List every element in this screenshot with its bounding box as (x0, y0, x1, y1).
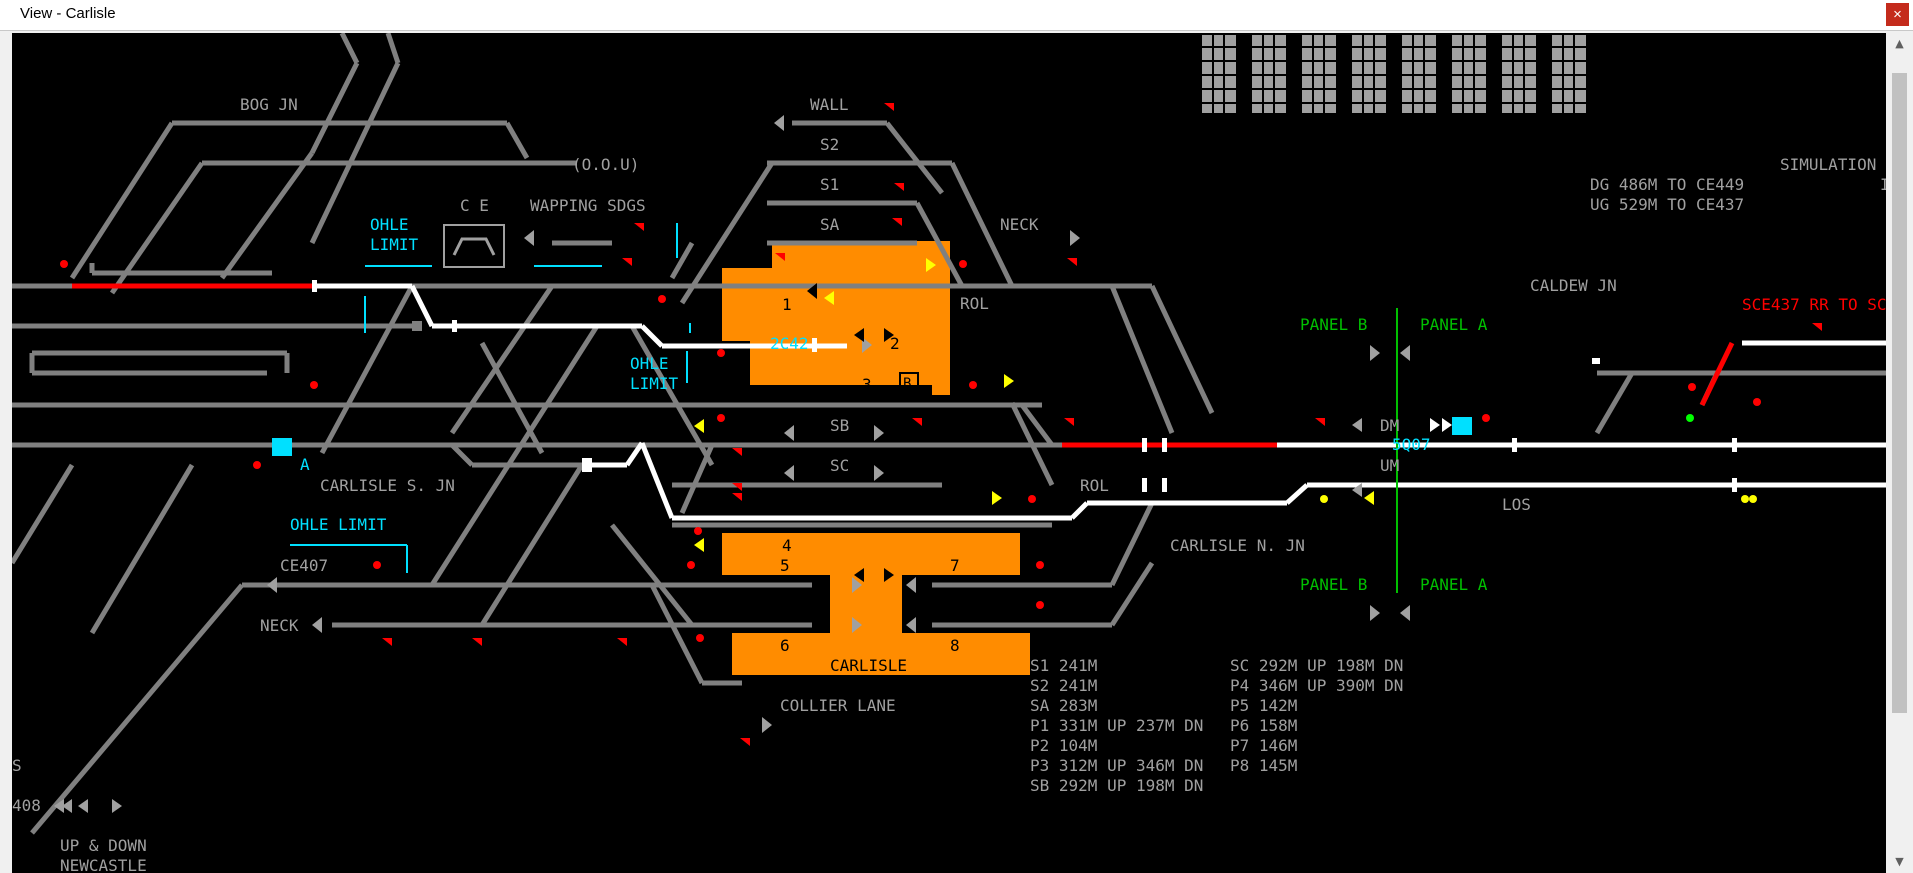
a-berth-label: A (300, 455, 310, 474)
panel-b-bottom: PANEL B (1300, 575, 1367, 594)
carlisle-station-label: CARLISLE (830, 656, 907, 675)
platform-6-label: 6 (780, 636, 790, 655)
panel-b-top: PANEL B (1300, 315, 1367, 334)
ce-label: C E (460, 196, 489, 215)
panel-a-bottom: PANEL A (1420, 575, 1488, 594)
platform-3-label: 3 (862, 375, 872, 394)
ohle-limit-3-label: OHLE LIMIT (290, 515, 387, 534)
neck-bottom-label: NECK (260, 616, 299, 635)
platform-lengths: S1 241M S2 241M SA 283M P1 331M UP 237M … (1030, 656, 1403, 795)
ohle-limit-1-line2: LIMIT (370, 235, 419, 254)
platform-8-label: 8 (950, 636, 960, 655)
platform-1-label: 1 (782, 295, 792, 314)
up-down-label-1: UP & DOWN (60, 836, 147, 855)
ohle-limit-1-line1: OHLE (370, 215, 409, 234)
sc-label: SC (830, 456, 849, 475)
platforms (692, 241, 1030, 675)
wall-label: WALL (810, 95, 849, 114)
scroll-up-arrow[interactable]: ▲ (1895, 37, 1904, 50)
caldew-jn-label: CALDEW JN (1530, 276, 1617, 295)
num-408-label: 408 (12, 796, 41, 815)
message-1: DG 486M TO CE449 (1590, 175, 1744, 194)
td-2c42[interactable]: 2C42 (770, 334, 809, 353)
length-line: SB 292M UP 198M DN (1030, 776, 1203, 795)
alert-message: SCE437 RR TO SC (1742, 295, 1886, 314)
oou-label: (O.O.U) (572, 155, 639, 174)
wapping-sdgs-label: WAPPING SDGS (530, 196, 646, 215)
ohle-limit-2-line1: OHLE (630, 354, 669, 373)
dm-label: DM (1380, 416, 1399, 435)
platform-4-label: 4 (782, 536, 792, 555)
up-down-label-2: NEWCASTLE (60, 856, 147, 873)
ohle-markers (290, 223, 691, 573)
s2-label: S2 (820, 135, 839, 154)
grey-tracks (12, 33, 1886, 835)
window-title: View - Carlisle (20, 5, 116, 22)
platform-5-label: 5 (780, 556, 790, 575)
platform-4 (722, 533, 1020, 575)
length-line: P3 312M UP 346M DN (1030, 756, 1203, 775)
td-5q07[interactable]: 5Q07 (1392, 435, 1431, 454)
scroll-thumb[interactable] (1892, 73, 1907, 713)
simulation-label: SIMULATION (1780, 155, 1876, 174)
length-line: P4 346M UP 390M DN (1230, 676, 1403, 695)
length-line: P7 146M (1230, 736, 1297, 755)
track-joints (312, 280, 1737, 492)
scroll-down-arrow[interactable]: ▼ (1895, 855, 1904, 868)
um-label: UM (1380, 456, 1399, 475)
vertical-scrollbar[interactable]: ▲ ▼ (1886, 33, 1913, 873)
panel-a-top: PANEL A (1420, 315, 1488, 334)
s-left-label: S (12, 756, 22, 775)
platform-arrows (807, 283, 894, 582)
a-berth-box[interactable] (272, 438, 292, 456)
length-line: SC 292M UP 198M DN (1230, 656, 1403, 675)
length-line: P6 158M (1230, 716, 1297, 735)
length-line: P5 142M (1230, 696, 1297, 715)
dm-arrows (1430, 418, 1452, 432)
sa-label: SA (820, 215, 840, 234)
route-arrows (54, 115, 1410, 813)
close-button[interactable]: × (1886, 3, 1909, 26)
track-layout[interactable]: BOG JN (O.O.U) C E WAPPING SDGS WALL S2 … (12, 33, 1886, 873)
carlisle-n-jn-label: CARLISLE N. JN (1170, 536, 1305, 555)
platform-2-label: 2 (890, 334, 900, 353)
length-line: P2 104M (1030, 736, 1097, 755)
rol-top-label: ROL (960, 294, 989, 313)
collier-lane-label: COLLIER LANE (780, 696, 896, 715)
length-line: S1 241M (1030, 656, 1097, 675)
length-line: P1 331M UP 237M DN (1030, 716, 1203, 735)
sb-label: SB (830, 416, 849, 435)
s1-label: S1 (820, 175, 839, 194)
ohle-limit-2-line2: LIMIT (630, 374, 679, 393)
ce-box (443, 224, 505, 268)
rol-bottom-label: ROL (1080, 476, 1109, 495)
carlisle-s-jn-label: CARLISLE S. JN (320, 476, 455, 495)
signals[interactable] (60, 260, 1761, 642)
direction-arrows (694, 258, 1374, 552)
ce407-label: CE407 (280, 556, 328, 575)
bog-jn-label: BOG JN (240, 95, 298, 114)
message-2: UG 529M TO CE437 (1590, 195, 1744, 214)
svg-text:B: B (903, 376, 911, 392)
length-line: S2 241M (1030, 676, 1097, 695)
length-line: P8 145M (1230, 756, 1297, 775)
title-bar[interactable]: View - Carlisle × (0, 0, 1913, 31)
routes-set (317, 283, 1886, 521)
simulation-suffix: I (1880, 175, 1886, 194)
signalling-diagram[interactable]: BOG JN (O.O.U) C E WAPPING SDGS WALL S2 … (12, 33, 1886, 873)
signal-heads (382, 103, 1822, 746)
los-label: LOS (1502, 495, 1531, 514)
platform-1-2-3 (692, 241, 950, 395)
platform-7-label: 7 (950, 556, 960, 575)
platform-6-8 (732, 633, 1030, 675)
occupied-tracks (72, 283, 1735, 448)
td-berth-box[interactable] (1452, 417, 1472, 435)
b-box: B (899, 372, 919, 392)
length-line: SA 283M (1030, 696, 1097, 715)
neck-top-label: NECK (1000, 215, 1039, 234)
